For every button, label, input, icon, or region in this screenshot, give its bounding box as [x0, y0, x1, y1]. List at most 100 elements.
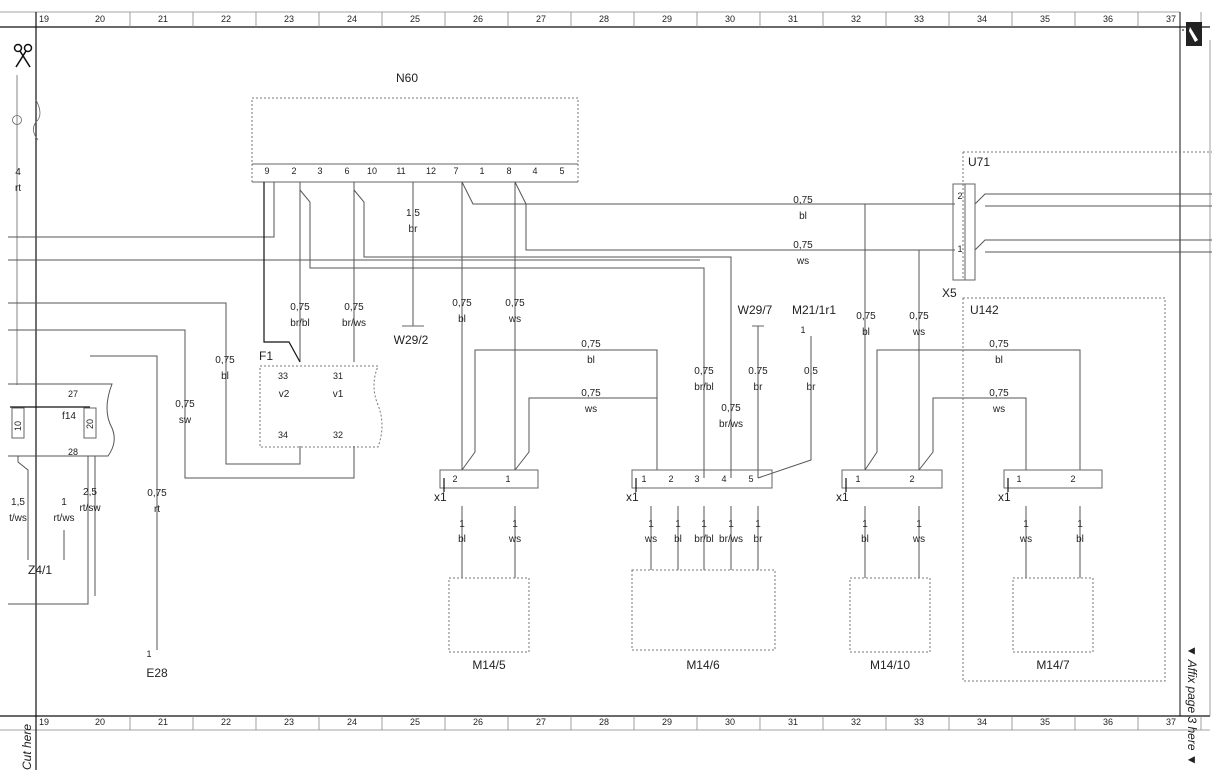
connector-pin-label: 5: [748, 474, 753, 484]
ruler-bottom-col: 29: [662, 717, 672, 727]
f14-label: f14: [62, 411, 76, 422]
ruler-bottom-col: 35: [1040, 717, 1050, 727]
n60-pin-label: 4: [532, 166, 537, 176]
ruler-top-col: 29: [662, 14, 672, 24]
connector-pin-label: 1: [641, 474, 646, 484]
ruler-top-col: 21: [158, 14, 168, 24]
ruler-top-col: 30: [725, 14, 735, 24]
f1-pin-33: 33: [278, 371, 288, 381]
ruler-top-col: 19: [39, 14, 49, 24]
ruler-bottom-col: 24: [347, 717, 357, 727]
motor-wire-color: ws: [912, 534, 925, 545]
motor-box: [631, 569, 776, 651]
wire-gauge-label: 0,75: [989, 339, 1009, 350]
wire-color-label: br/ws: [719, 419, 743, 430]
ruler-top-col: 25: [410, 14, 420, 24]
ruler-bottom-col: 20: [95, 717, 105, 727]
wire-labels: 1,5br0,75br/bl0,75br/ws0,75bl0,75ws0,75b…: [9, 195, 1009, 524]
motor-box: [1012, 577, 1094, 653]
ruler-bottom-col: 36: [1103, 717, 1113, 727]
ruler-bottom-col: 31: [788, 717, 798, 727]
f14-fuse-20: 20: [85, 419, 95, 429]
wire-gauge-label: 1,5: [406, 208, 420, 219]
wire-color-label: bl: [862, 327, 870, 338]
f14-pin-27: 27: [68, 389, 78, 399]
wire-color-label: rt: [154, 504, 160, 515]
f14-pin-28: 28: [68, 447, 78, 457]
cut-line-marks: [12, 75, 41, 385]
ruler-top-col: 26: [473, 14, 483, 24]
f1-label: F1: [259, 349, 273, 363]
connector-pin-label: 2: [668, 474, 673, 484]
connector-pin-label: 2: [452, 474, 457, 484]
m21-1r1-label: M21/1r1: [792, 303, 836, 317]
u71-pin-1: 1: [957, 244, 962, 254]
wire-gauge-label: 0,75: [694, 366, 714, 377]
scissors-icon: [13, 43, 33, 68]
motors: x121bl11wsM14/5x111ws21bl31br/bl41br/ws5…: [434, 469, 1103, 672]
ruler-top-col: 32: [851, 14, 861, 24]
wire-gauge-label: 0,75: [856, 311, 876, 322]
connector-block: [841, 469, 943, 489]
connector-label: x1: [434, 490, 447, 504]
ruler-top-col: 28: [599, 14, 609, 24]
f1-pin-32: 32: [333, 430, 343, 440]
e28-label: E28: [146, 666, 168, 680]
motor-wire-gauge: 1: [512, 519, 518, 530]
ruler-bottom-col: 27: [536, 717, 546, 727]
motor-wire-color: ws: [644, 534, 657, 545]
wire-gauge-label: 0,75: [452, 298, 472, 309]
ruler-top-col: 31: [788, 14, 798, 24]
motor-wire-color: bl: [674, 534, 682, 545]
u71-module: [952, 151, 1212, 281]
wire-gauge-label: 0,75: [175, 399, 195, 410]
ruler-bottom-col: 25: [410, 717, 420, 727]
u71-pin-2: 2: [957, 191, 962, 201]
connector-pin-label: 1: [1016, 474, 1021, 484]
frame: [0, 11, 1211, 770]
cut-here-label: Cut here: [20, 724, 34, 770]
u142-box: [962, 297, 1166, 682]
u142-label: U142: [970, 303, 999, 317]
n60-label: N60: [396, 71, 418, 85]
w29-2-label: W29/2: [394, 333, 429, 347]
motor-wire-color: bl: [861, 534, 869, 545]
connector-pin-label: 3: [694, 474, 699, 484]
motor-wire-color: ws: [508, 534, 521, 545]
ruler-top-col: 35: [1040, 14, 1050, 24]
connector-pin-label: 1: [855, 474, 860, 484]
wire-gauge-label: 2,5: [83, 487, 97, 498]
ruler-top-col: 27: [536, 14, 546, 24]
wire-gauge-label: 0,75: [909, 311, 929, 322]
ruler-bottom-col: 23: [284, 717, 294, 727]
wire-gauge-label: 0,75: [989, 388, 1009, 399]
wire-color-label: bl: [587, 355, 595, 366]
connector-label: x1: [836, 490, 849, 504]
wire-gauge-label: 0,75: [147, 488, 167, 499]
ruler-top-col: 23: [284, 14, 294, 24]
motor-label: M14/5: [472, 658, 506, 672]
wire-color-label: bl: [221, 371, 229, 382]
ruler-bottom-col: 32: [851, 717, 861, 727]
wire-gauge-label: 0,75: [215, 355, 235, 366]
connector-pin-label: 4: [721, 474, 726, 484]
motor-wire-color: bl: [458, 534, 466, 545]
ruler-bottom-col: 34: [977, 717, 987, 727]
motor-wire-gauge: 1: [916, 519, 922, 530]
u71-label: U71: [968, 155, 990, 169]
motor-wire-gauge: 1: [1023, 519, 1029, 530]
motor-wire-color: ws: [1019, 534, 1032, 545]
connector-label: x1: [998, 490, 1011, 504]
wire-color-label: br: [754, 382, 764, 393]
motor-wire-gauge: 1: [459, 519, 465, 530]
motor-wire-gauge: 1: [728, 519, 734, 530]
wire-gauge-label: 0.75: [748, 366, 768, 377]
